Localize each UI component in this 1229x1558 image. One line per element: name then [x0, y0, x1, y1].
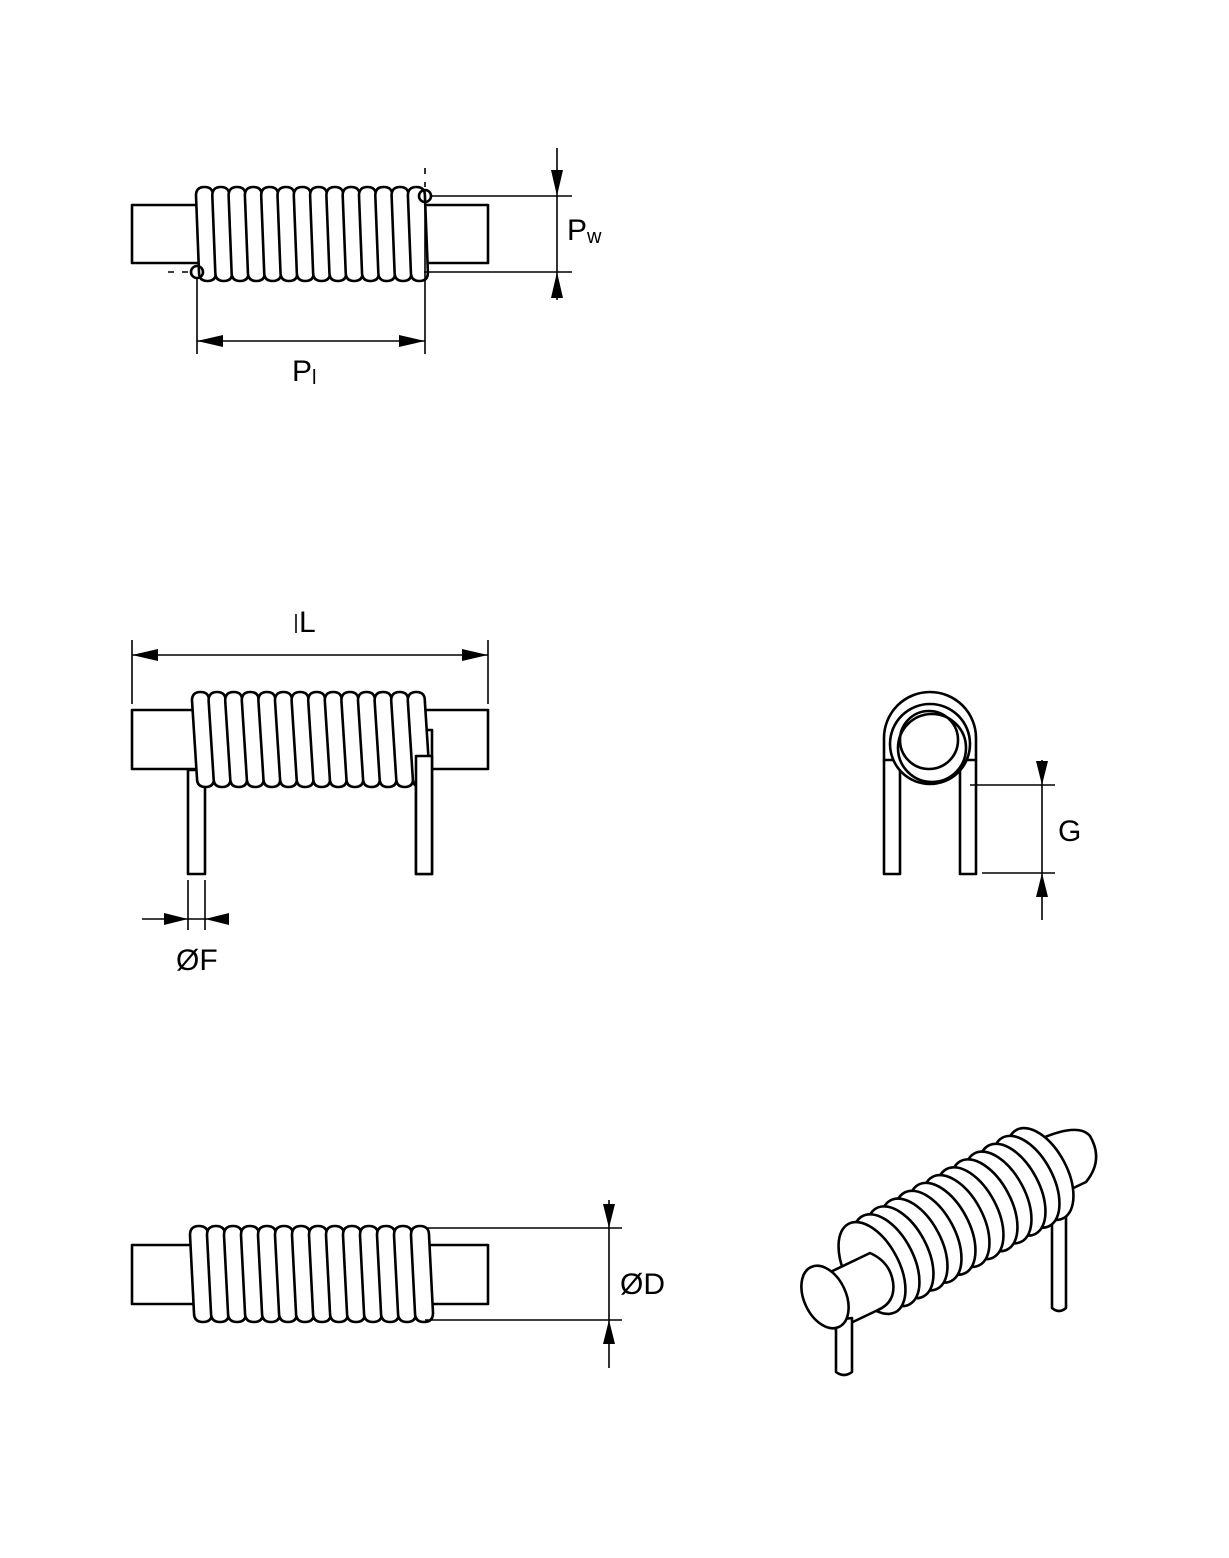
- iso-coil: [837, 1126, 1075, 1316]
- side-view-core: [898, 709, 960, 771]
- arrow-icon: [551, 170, 563, 196]
- top-view: Pw Pl: [130, 148, 602, 389]
- coil-turn: [409, 1224, 435, 1324]
- diameter-view: ØD: [130, 1200, 665, 1368]
- g-label: G: [1058, 815, 1081, 848]
- arrow-icon: [132, 649, 158, 661]
- side-view: G: [882, 690, 1081, 920]
- arrow-icon: [603, 1204, 615, 1228]
- front-view: L ØF: [130, 606, 490, 977]
- f-label: ØF: [176, 944, 218, 977]
- top-view-coil: [194, 185, 430, 283]
- arrow-icon: [1036, 873, 1048, 897]
- lead-right-visible: [414, 754, 434, 876]
- arrow-icon: [205, 913, 229, 925]
- iso-core-left-face: [800, 1264, 850, 1330]
- pl-label: Pl: [292, 355, 316, 389]
- arrow-icon: [551, 272, 563, 298]
- front-view-coil: [190, 690, 432, 789]
- arrow-icon: [399, 335, 425, 347]
- arrow-icon: [1036, 761, 1048, 785]
- isometric-view: [800, 1126, 1098, 1377]
- arrow-icon: [603, 1320, 615, 1344]
- iso-lead-left: [834, 1316, 854, 1377]
- diameter-view-coil: [188, 1224, 435, 1324]
- l-label: L: [299, 606, 316, 639]
- pw-label: Pw: [567, 214, 602, 248]
- arrow-icon: [197, 335, 223, 347]
- d-label: ØD: [620, 1268, 665, 1301]
- side-view-turn: [888, 702, 972, 786]
- side-view-turn: [896, 712, 968, 784]
- arrow-icon: [164, 913, 188, 925]
- arrow-icon: [462, 649, 488, 661]
